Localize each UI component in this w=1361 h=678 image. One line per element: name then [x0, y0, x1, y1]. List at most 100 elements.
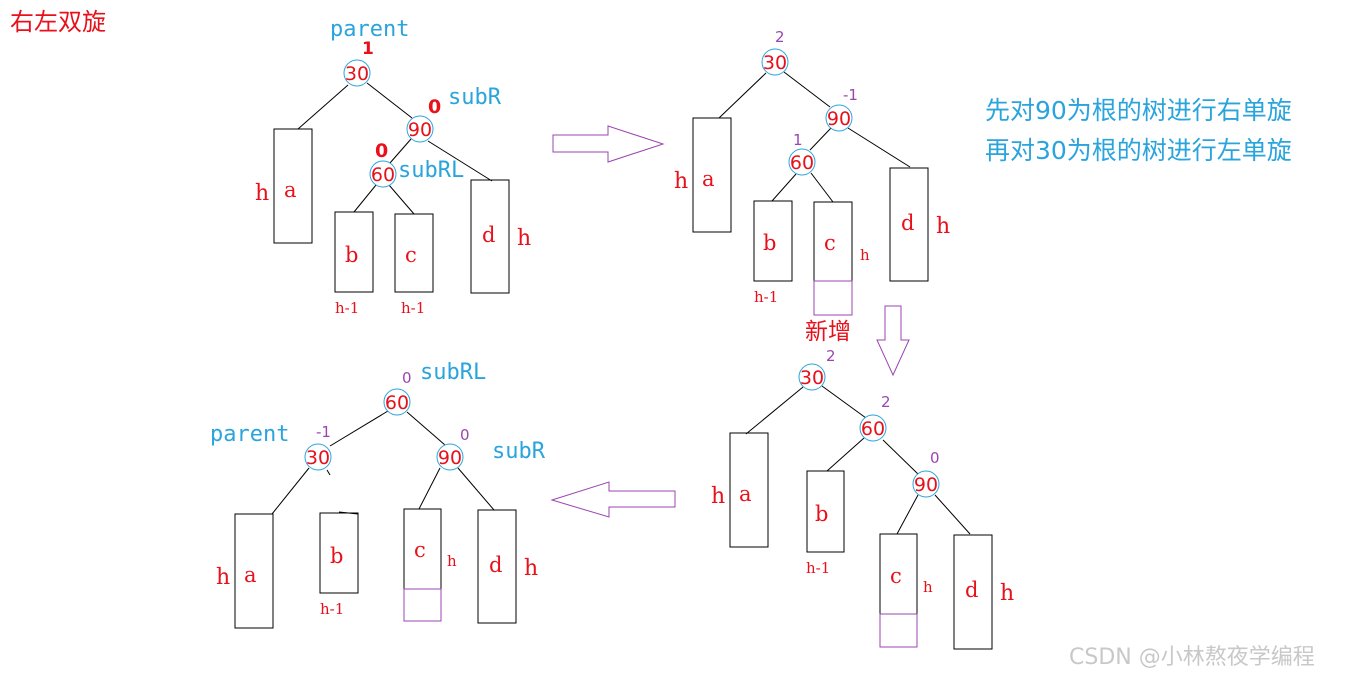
- node-90: [436, 443, 464, 471]
- node-90: [912, 470, 940, 498]
- label-d: d: [965, 578, 978, 602]
- height-d: h: [936, 214, 950, 239]
- bf-90: 0: [428, 96, 441, 118]
- subtree-d: [470, 179, 510, 294]
- label-a: a: [284, 178, 297, 202]
- diagram-title: 右左双旋: [10, 8, 106, 36]
- node-60-key: 60: [385, 392, 409, 414]
- bf-90: -1: [843, 86, 858, 104]
- label-parent: parent: [330, 17, 409, 42]
- height-a: h: [255, 181, 269, 206]
- height-d: h: [524, 556, 538, 581]
- node-60: [369, 160, 397, 188]
- subtree-b: [806, 470, 845, 553]
- node-90-key: 90: [408, 119, 432, 141]
- node-60-key: 60: [861, 418, 885, 440]
- node-30: [798, 363, 826, 391]
- label-b: b: [345, 243, 358, 267]
- node-60: [788, 148, 816, 176]
- node-90-key: 90: [827, 108, 851, 130]
- height-c: h: [860, 246, 870, 264]
- subtree-a: [234, 513, 274, 629]
- label-a: a: [702, 167, 715, 191]
- bf-60: 1: [793, 131, 803, 149]
- bf-30: 2: [775, 28, 785, 46]
- label-a: a: [739, 482, 752, 506]
- height-a: h: [711, 484, 725, 509]
- label-b: b: [330, 544, 343, 568]
- height-c: h: [447, 552, 457, 570]
- node-90: [406, 115, 434, 143]
- node-30: [304, 443, 332, 471]
- new-node-box: [403, 588, 442, 622]
- label-subRL: subRL: [420, 360, 486, 385]
- node-30-key: 30: [306, 447, 330, 469]
- label-parent: parent: [210, 422, 289, 447]
- node-30-key: 30: [800, 367, 824, 389]
- node-90-key: 90: [914, 474, 938, 496]
- label-subR: subR: [448, 85, 502, 110]
- bf-60: 0: [402, 369, 412, 387]
- node-90: [825, 104, 853, 132]
- bf-30: 1: [362, 39, 374, 59]
- note-line-2: 再对30为根的树进行左单旋: [985, 136, 1292, 165]
- bf-90: 0: [460, 426, 470, 444]
- bf-60: 0: [375, 140, 388, 162]
- height-a: h: [674, 169, 688, 194]
- subtree-d: [889, 167, 929, 282]
- label-d: d: [489, 553, 502, 577]
- subtree-b: [319, 512, 359, 594]
- arrow-down: [876, 305, 910, 377]
- arrow-right-1: [552, 125, 665, 163]
- new-node-label: 新增: [805, 319, 851, 345]
- subtree-b: [753, 200, 793, 282]
- tree-1: 30 90 60 1 0 0 parent subR subRL a b c d…: [255, 17, 531, 317]
- node-30-key: 30: [763, 52, 787, 74]
- tree-2: 30 90 60 2 -1 1 a b c d h h h h-1 新增: [674, 28, 950, 345]
- new-node-box: [813, 280, 853, 316]
- node-30-key: 30: [345, 63, 369, 85]
- node-60-key: 60: [790, 152, 814, 174]
- arrow-left: [550, 481, 676, 518]
- new-node-box: [879, 613, 918, 648]
- label-a: a: [244, 563, 257, 587]
- label-subRL: subRL: [398, 158, 464, 183]
- bf-60: 2: [881, 393, 891, 411]
- label-d: d: [482, 223, 495, 247]
- height-c: h: [923, 578, 933, 596]
- label-subR: subR: [492, 439, 546, 464]
- note-line-1: 先对90为根的树进行右单旋: [985, 96, 1292, 125]
- label-c: c: [414, 538, 426, 562]
- subtree-b: [334, 211, 374, 293]
- tree-3: 30 60 90 2 2 0 a b c d h h h h-1: [711, 347, 1014, 650]
- bf-30: -1: [316, 423, 331, 441]
- subtree-a: [273, 128, 313, 244]
- label-c: c: [890, 564, 902, 588]
- height-a: h: [216, 565, 230, 590]
- height-b: h-1: [335, 299, 359, 317]
- label-d: d: [901, 211, 914, 235]
- subtree-d: [953, 534, 993, 650]
- subtree-c: [394, 213, 434, 293]
- height-b: h-1: [754, 288, 778, 306]
- watermark: CSDN @小林熬夜学编程: [1069, 645, 1315, 670]
- node-60: [859, 414, 887, 442]
- label-b: b: [763, 231, 776, 255]
- height-c: h-1: [401, 299, 425, 317]
- bf-90: 0: [930, 449, 940, 467]
- height-b: h-1: [806, 559, 830, 577]
- label-c: c: [405, 243, 417, 267]
- height-d: h: [1000, 581, 1014, 606]
- subtree-a: [692, 117, 732, 233]
- subtree-a: [729, 432, 769, 548]
- height-b: h-1: [320, 600, 344, 618]
- bf-30: 2: [826, 347, 836, 365]
- node-60: [383, 388, 411, 416]
- node-30: [343, 59, 371, 87]
- node-90-key: 90: [438, 447, 462, 469]
- subtree-d: [477, 509, 517, 624]
- label-c: c: [824, 231, 836, 255]
- node-30: [761, 48, 789, 76]
- node-60-key: 60: [371, 164, 395, 186]
